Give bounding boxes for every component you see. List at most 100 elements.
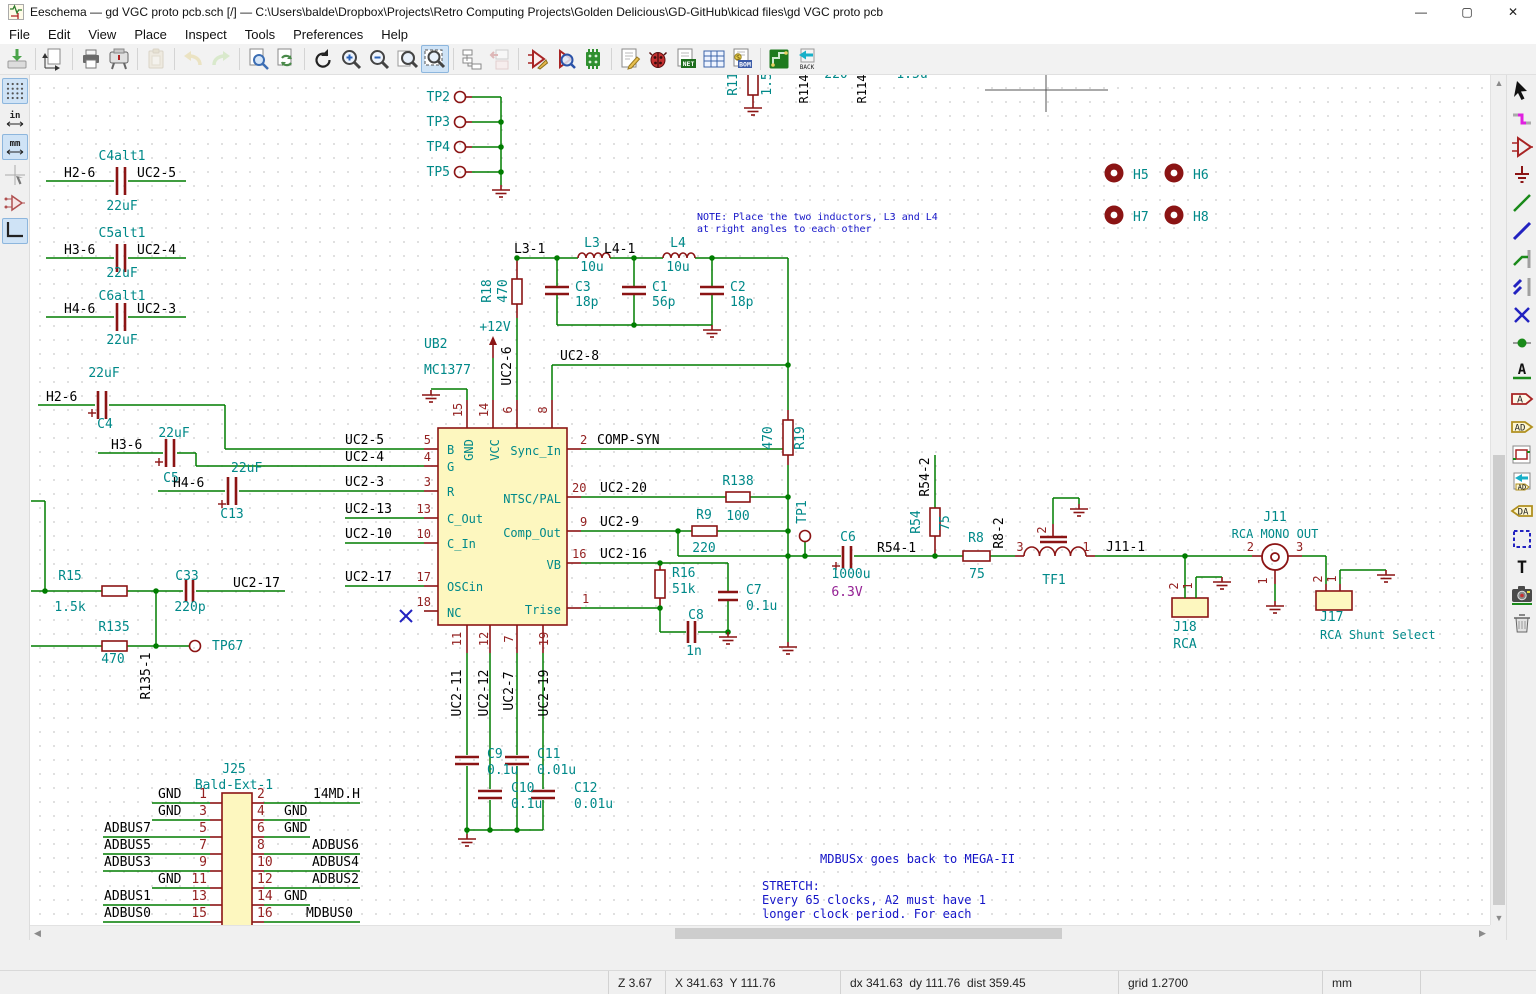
- undo-button[interactable]: [179, 45, 207, 73]
- sch-text: 11: [191, 872, 207, 887]
- pcbnew-button[interactable]: [765, 45, 793, 73]
- sch-text: 2: [1247, 540, 1254, 554]
- sheet-pin-button[interactable]: DA: [1509, 498, 1535, 524]
- grid-visibility-button[interactable]: [1, 78, 28, 104]
- global-label-button[interactable]: A: [1509, 386, 1535, 412]
- vertical-scrollbar[interactable]: ▲ ▼: [1490, 75, 1507, 925]
- window-title: Eeschema — gd VGC proto pcb.sch [/] — C:…: [30, 5, 884, 19]
- horizontal-scroll-thumb[interactable]: [675, 928, 1062, 939]
- find-replace-button[interactable]: [272, 45, 300, 73]
- sch-text: MC1377: [424, 363, 471, 378]
- erc-icon: [648, 51, 668, 68]
- menu-item-edit[interactable]: Edit: [47, 26, 71, 42]
- testpoint-circle: [453, 90, 467, 104]
- units-inches-button[interactable]: in: [2, 106, 28, 132]
- units-mm-button[interactable]: mm: [1, 134, 28, 160]
- menu-item-inspect[interactable]: Inspect: [184, 26, 227, 42]
- import-sheet-pin-button[interactable]: AD: [1509, 470, 1535, 496]
- menu-item-preferences[interactable]: Preferences: [293, 26, 364, 42]
- print-button[interactable]: [77, 45, 105, 73]
- no-connect-flag-button[interactable]: [1509, 302, 1535, 328]
- plot-button[interactable]: [105, 45, 133, 73]
- schematic-canvas[interactable]: R111.5R114R1142201.5uTP2TP3TP4TP5C4alt1H…: [30, 75, 1490, 925]
- navigate-hierarchy-button[interactable]: [458, 45, 486, 73]
- mounting-hole-center: [1170, 169, 1178, 177]
- graphic-text-button[interactable]: T: [1509, 554, 1535, 580]
- svg-text:NET: NET: [683, 60, 695, 68]
- paste-button[interactable]: [142, 45, 170, 73]
- minimize-button[interactable]: —: [1415, 5, 1427, 19]
- redo-button[interactable]: [207, 45, 235, 73]
- erc-button[interactable]: [644, 45, 672, 73]
- scroll-down-arrow[interactable]: ▼: [1494, 912, 1504, 923]
- save-button[interactable]: [3, 45, 31, 73]
- zoom-fit-button[interactable]: [393, 45, 421, 73]
- zoom-to-selection-button[interactable]: [421, 45, 449, 73]
- netlist-button[interactable]: NET: [672, 45, 700, 73]
- wire-to-bus-entry-button[interactable]: [1509, 246, 1535, 272]
- bom-button[interactable]: $BOM: [728, 45, 756, 73]
- symbol-browser-button[interactable]: [551, 45, 579, 73]
- place-image-button[interactable]: [1509, 582, 1535, 608]
- sch-text: 13: [417, 502, 431, 516]
- sch-text: C8: [688, 608, 704, 623]
- footprint-editor-button[interactable]: [579, 45, 607, 73]
- hidden-pins-button[interactable]: [2, 190, 28, 216]
- menu-item-tools[interactable]: Tools: [244, 26, 276, 42]
- place-symbol-button[interactable]: [1509, 134, 1535, 160]
- sch-text: R15: [58, 569, 81, 584]
- symbol-editor-button[interactable]: [523, 45, 551, 73]
- maximize-button[interactable]: ▢: [1461, 5, 1473, 19]
- symbol-fields-table-button[interactable]: [700, 45, 728, 73]
- zoom-in-button[interactable]: [337, 45, 365, 73]
- menu-item-view[interactable]: View: [88, 26, 117, 42]
- horizontal-scrollbar[interactable]: ◀ ▶: [30, 925, 1490, 941]
- symbol-fields-table-icon: [703, 50, 725, 68]
- menu-item-place[interactable]: Place: [134, 26, 167, 42]
- sch-text: MDBUSx goes back to MEGA-II: [820, 852, 1015, 866]
- svg-text:BACK: BACK: [800, 64, 815, 71]
- scroll-right-arrow[interactable]: ▶: [1479, 928, 1486, 938]
- bus-to-bus-entry-button[interactable]: [1509, 274, 1535, 300]
- resistor-body: [101, 585, 128, 597]
- place-power-port-button[interactable]: [1509, 162, 1535, 188]
- annotate-button[interactable]: [616, 45, 644, 73]
- zoom-out-button[interactable]: [365, 45, 393, 73]
- testpoint-circle: [453, 115, 467, 129]
- sch-text: C1: [652, 280, 668, 295]
- vertical-scroll-thumb[interactable]: [1493, 455, 1505, 905]
- cursor-shape-button[interactable]: [2, 162, 28, 188]
- sch-text: 15: [191, 906, 207, 921]
- place-wire-button[interactable]: [1509, 190, 1535, 216]
- sch-text: R19: [793, 426, 808, 449]
- highlight-net-button[interactable]: [1509, 106, 1535, 132]
- scroll-left-arrow[interactable]: ◀: [34, 928, 41, 938]
- bus-to-bus-entry-icon: [1512, 278, 1530, 296]
- back-import-button[interactable]: BACK: [793, 45, 821, 73]
- net-label-button[interactable]: A: [1509, 358, 1535, 384]
- sch-text: H3-6: [64, 243, 95, 258]
- find-button[interactable]: [244, 45, 272, 73]
- sch-text: MDBUS0: [306, 906, 353, 921]
- import-sheet-pin-icon: AD: [1513, 472, 1530, 492]
- graphic-polyline-button[interactable]: [1509, 526, 1535, 552]
- hierarchical-sheet-button[interactable]: [1509, 442, 1535, 468]
- menu-item-help[interactable]: Help: [381, 26, 408, 42]
- hv-orientation-button[interactable]: [1, 218, 28, 244]
- place-bus-button[interactable]: [1509, 218, 1535, 244]
- select-tool-button[interactable]: [1509, 78, 1535, 104]
- junction-button[interactable]: [1509, 330, 1535, 356]
- scroll-up-arrow[interactable]: ▲: [1494, 77, 1504, 88]
- junction-dot: [932, 553, 938, 559]
- close-button[interactable]: ✕: [1507, 5, 1519, 19]
- page-settings-button[interactable]: [40, 45, 68, 73]
- sch-text: UC2-17: [345, 570, 392, 585]
- redraw-view-button[interactable]: [309, 45, 337, 73]
- delete-tool-button[interactable]: [1509, 610, 1535, 636]
- leave-sheet-button[interactable]: [486, 45, 514, 73]
- hierarchical-label-button[interactable]: AD: [1509, 414, 1535, 440]
- menu-item-file[interactable]: File: [9, 26, 30, 42]
- sch-text: 14: [257, 889, 273, 904]
- junction-dot: [1182, 553, 1188, 559]
- toolbar-separator: [611, 48, 612, 70]
